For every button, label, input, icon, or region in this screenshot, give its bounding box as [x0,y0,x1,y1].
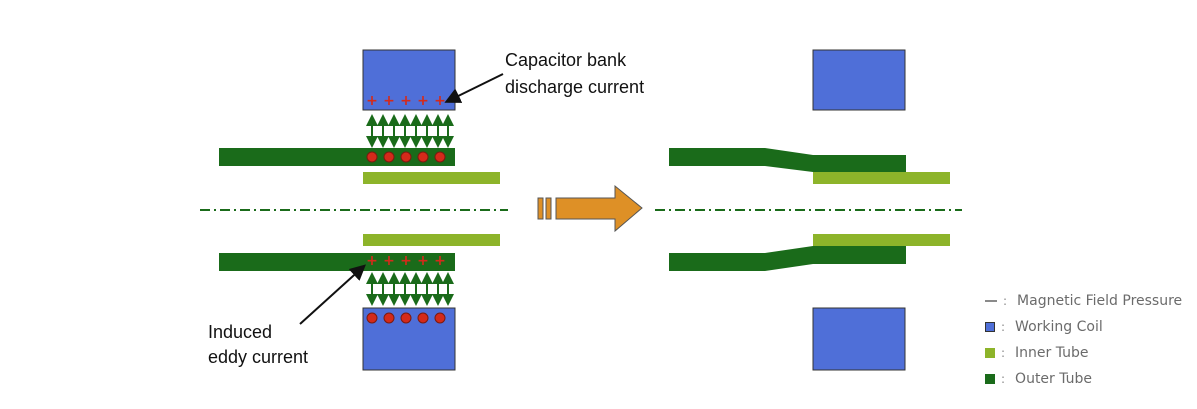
current-dot-mark [417,151,429,163]
current-plus-mark: + [366,93,378,109]
outer-tube-swatch-icon [985,374,995,384]
capacitor-label-line2: discharge current [505,77,644,97]
legend: : Magnetic Field Pressure : Working Coil… [985,288,1182,392]
legend-item-outer: : Outer Tube [985,366,1182,392]
process-arrow-bar-2 [545,197,552,220]
working-coil-top-left [362,49,456,111]
legend-item-coil: : Working Coil [985,314,1182,340]
eddy-label-line2: eddy current [208,347,308,367]
outer-tube-top-left [219,148,455,166]
inner-tube-swatch-icon [985,348,995,358]
current-dot-mark [383,312,395,324]
legend-item-inner: : Inner Tube [985,340,1182,366]
current-dot-mark [400,312,412,324]
magnetic-pressure-arrows-top [366,114,454,148]
discharge-current-marks-top: + + + + + [366,93,446,109]
current-plus-mark: + [366,253,378,269]
eddy-label-line1: Induced [208,322,272,342]
outer-tube-bottom-left [219,253,455,271]
capacitor-label-line1: Capacitor bank [505,50,627,70]
current-plus-mark: + [383,93,395,109]
legend-separator: : [1001,372,1006,386]
capacitor-callout-arrow [444,73,504,103]
working-coil-bottom-right [812,307,906,371]
current-dot-mark [417,312,429,324]
legend-separator: : [1001,320,1006,334]
legend-label: Working Coil [1015,319,1103,335]
magnetic-pressure-arrows-bottom [366,272,454,306]
current-dot-mark [366,312,378,324]
inner-tube-top-right [813,172,950,184]
process-arrow-body [555,184,643,233]
current-plus-mark: + [400,93,412,109]
discharge-current-dots-bottom [366,312,446,324]
current-plus-mark: + [383,253,395,269]
current-dot-mark [434,312,446,324]
inner-tube-bottom-right [813,234,950,246]
inner-tube-bottom-left [363,234,500,246]
outer-tube-bottom-right [669,246,906,271]
current-dot-mark [434,151,446,163]
current-dot-mark [366,151,378,163]
eddy-current-marks-bottom: + + + + + [366,253,446,269]
legend-item-magnetic: : Magnetic Field Pressure [985,288,1182,314]
magnetic-field-swatch-icon [985,296,997,306]
current-dot-mark [383,151,395,163]
eddy-current-dots-top [366,151,446,163]
outer-tube-top-right [669,148,906,172]
working-coil-swatch-icon [985,322,995,332]
legend-label: Outer Tube [1015,371,1093,387]
working-coil-top-right [812,49,906,111]
current-plus-mark: + [400,253,412,269]
current-dot-mark [400,151,412,163]
legend-label: Inner Tube [1015,345,1089,361]
eddy-callout-arrow [299,264,366,325]
process-arrow [537,184,643,233]
current-plus-mark: + [434,93,446,109]
legend-label: Magnetic Field Pressure [1017,293,1183,309]
current-plus-mark: + [434,253,446,269]
process-arrow-bar-1 [537,197,544,220]
legend-separator: : [1003,294,1008,308]
inner-tube-top-left [363,172,500,184]
current-plus-mark: + [417,93,429,109]
legend-separator: : [1001,346,1006,360]
current-plus-mark: + [417,253,429,269]
